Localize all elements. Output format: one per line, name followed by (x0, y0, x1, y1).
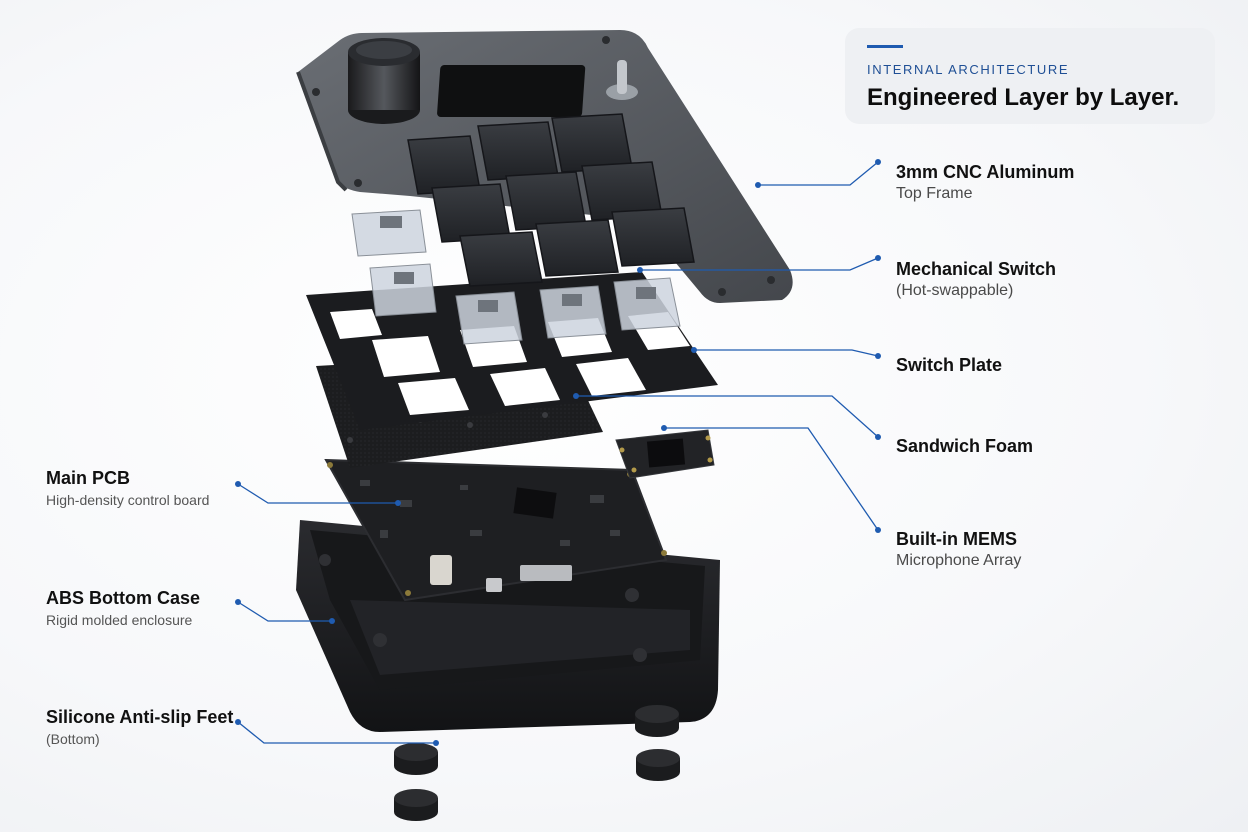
foot (394, 743, 438, 775)
callout-main-pcb: Main PCB High-density control board (46, 467, 209, 511)
leader-mems (664, 427, 879, 531)
leader-bottom-case (237, 601, 332, 622)
mems-microphone-module (615, 429, 715, 479)
callout-silicone-feet: Silicone Anti-slip Feet (Bottom) (46, 706, 233, 750)
callout-title: ABS Bottom Case (46, 588, 201, 608)
mechanical-switches (351, 209, 681, 345)
callout-title: Main PCB (46, 468, 131, 488)
foot (636, 749, 680, 781)
leader-top-frame (758, 161, 879, 186)
toggle-switch (606, 60, 638, 100)
callout-title: Silicone Anti-slip Feet (46, 707, 234, 727)
callout-sandwich-foam: Sandwich Foam (896, 435, 1033, 457)
keycaps (407, 113, 695, 287)
silicone-feet (394, 705, 680, 821)
callout-top-frame: 3mm CNC Aluminum Top Frame (896, 161, 1074, 205)
callout-subtitle: Top Frame (896, 185, 973, 202)
foot (394, 789, 438, 821)
foot (635, 705, 679, 737)
header-card: INTERNAL ARCHITECTURE Engineered Layer b… (845, 28, 1215, 124)
leader-lines (237, 161, 879, 744)
callout-subtitle: Microphone Array (896, 552, 1022, 569)
callout-bottom-case: ABS Bottom Case Rigid molded enclosure (46, 587, 200, 631)
callout-title: Switch Plate (896, 355, 1003, 375)
leader-dots (235, 159, 881, 746)
main-pcb (324, 458, 668, 602)
leader-foam (576, 395, 879, 438)
callout-title: Built-in MEMS (896, 529, 1017, 549)
callout-subtitle: (Bottom) (46, 731, 100, 747)
callout-subtitle: High-density control board (46, 492, 210, 508)
rotary-knob (348, 38, 420, 124)
callout-title: 3mm CNC Aluminum (896, 162, 1075, 182)
leader-feet (237, 721, 436, 744)
callout-subtitle: Rigid molded enclosure (46, 612, 193, 628)
leader-pcb (237, 483, 398, 504)
callout-mechanical-switch: Mechanical Switch (Hot-swappable) (896, 258, 1056, 302)
leader-switch-plate (694, 349, 879, 357)
callout-mems: Built-in MEMS Microphone Array (896, 528, 1021, 572)
header-title: Engineered Layer by Layer. (867, 84, 1180, 111)
accent-bar (867, 45, 903, 48)
header-eyebrow: INTERNAL ARCHITECTURE (867, 62, 1070, 77)
callout-switch-plate: Switch Plate (896, 354, 1002, 376)
callout-title: Mechanical Switch (896, 259, 1057, 279)
callout-title: Sandwich Foam (896, 436, 1034, 456)
callout-subtitle: (Hot-swappable) (896, 282, 1014, 299)
leader-switch (640, 257, 879, 271)
